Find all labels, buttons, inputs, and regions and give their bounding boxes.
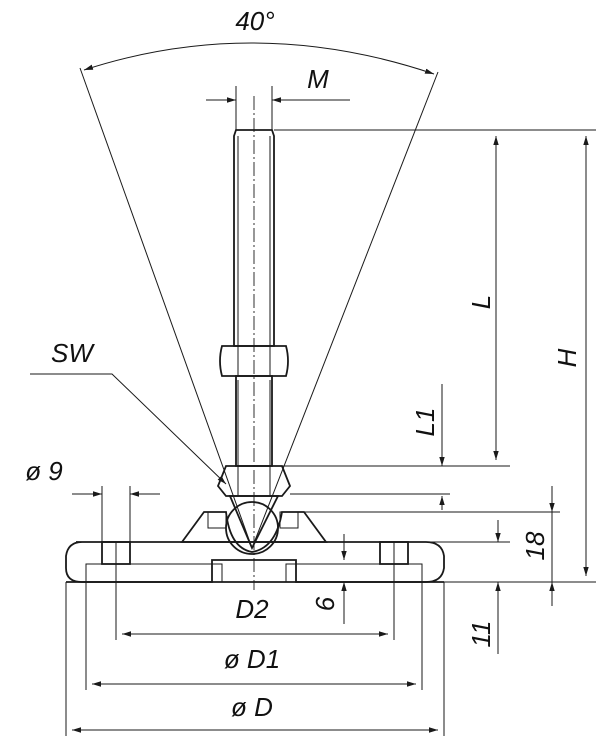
thread-label: M [307, 64, 329, 94]
wrench-size-leader: SW [30, 338, 227, 485]
pad-height-label: 11 [466, 621, 496, 648]
angle-dimension: 40° [79, 6, 439, 549]
d2-label: D2 [235, 594, 269, 624]
angle-label: 40° [235, 6, 274, 36]
vertical-dimensions: L L1 H 18 11 6 [274, 129, 596, 654]
horizontal-dimensions: D2 ø D1 ø D [65, 542, 445, 736]
height-label: H [552, 348, 582, 367]
thread-dimension: M [206, 64, 350, 130]
hole-dimension: ø 9 [25, 456, 160, 542]
base-height-label: 18 [520, 531, 550, 560]
wrench-label: SW [51, 338, 95, 368]
d-label: ø D [231, 692, 273, 722]
hole-diameter-label: ø 9 [25, 456, 63, 486]
recess-label: 6 [310, 596, 340, 611]
length-label: L [466, 295, 496, 309]
length1-label: L1 [410, 408, 440, 437]
d1-label: ø D1 [224, 644, 280, 674]
